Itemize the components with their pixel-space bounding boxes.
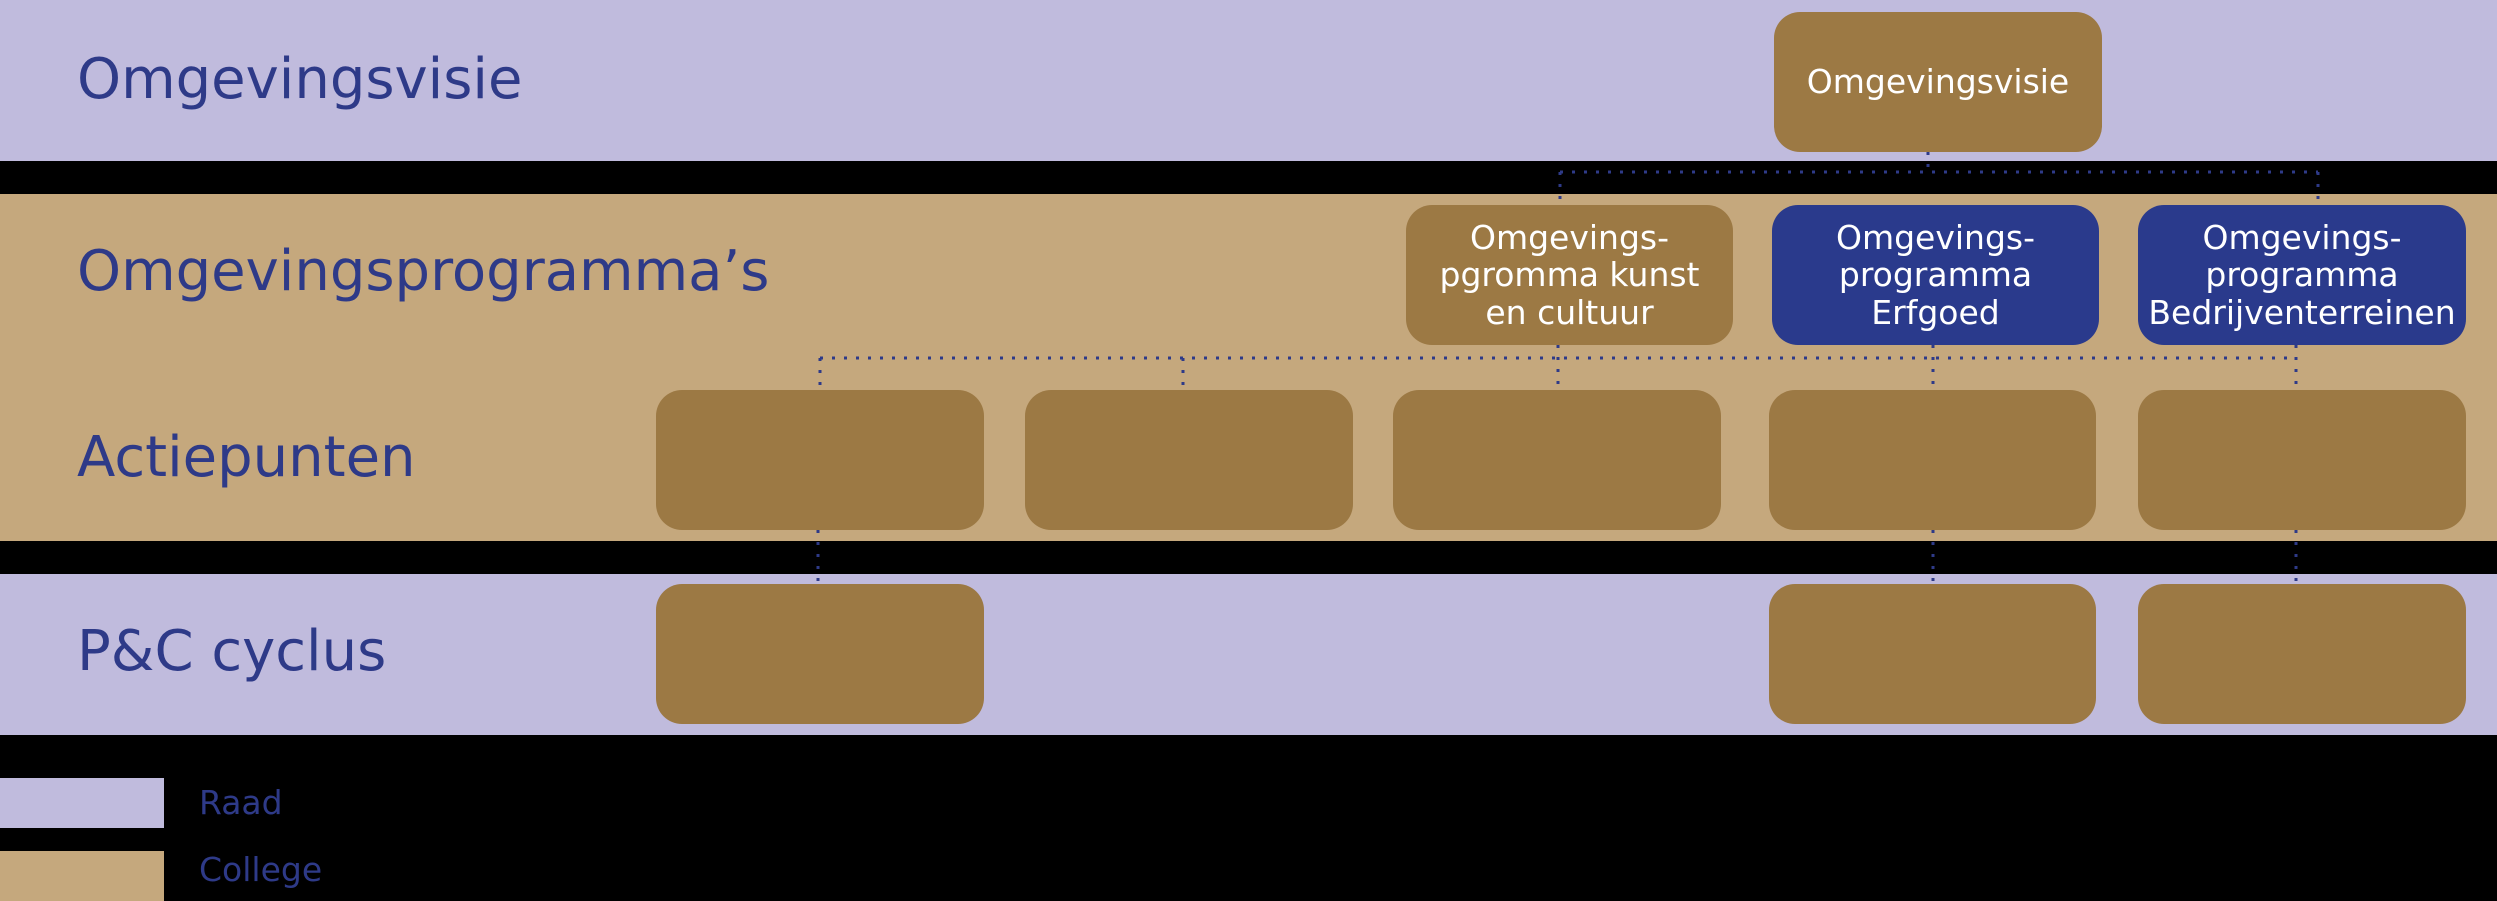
legend-swatch-college — [0, 851, 164, 901]
node-programma-bedrijven-label: Omgevings- programma Bedrijventerreinen — [2148, 217, 2456, 332]
legend-label-raad: Raad — [199, 783, 283, 822]
node-actiepunt-1 — [656, 390, 984, 530]
row-label-omgevingsvisie: Omgevingsvisie — [77, 47, 523, 112]
node-actiepunt-3 — [1393, 390, 1721, 530]
node-programma-erfgoed-label: Omgevings- programma Erfgoed — [1835, 217, 2036, 332]
node-pc-3 — [2138, 584, 2466, 724]
node-pc-2 — [1769, 584, 2096, 724]
row-label-omgevingsprogrammas: Omgevingsprogramma’s — [77, 239, 770, 304]
node-programma-kunst-cultuur: Omgevings- pgromma kunst en cultuur — [1406, 205, 1733, 345]
node-programma-bedrijventerreinen: Omgevings- programma Bedrijventerreinen — [2138, 205, 2466, 345]
node-actiepunt-4 — [1769, 390, 2096, 530]
legend-label-college: College — [199, 850, 323, 889]
node-pc-1 — [656, 584, 984, 724]
row-label-actiepunten: Actiepunten — [77, 425, 416, 490]
node-actiepunt-5 — [2138, 390, 2466, 530]
node-omgevingsvisie-label: Omgevingsvisie — [1806, 62, 2070, 102]
node-programma-erfgoed: Omgevings- programma Erfgoed — [1772, 205, 2099, 345]
node-omgevingsvisie: Omgevingsvisie — [1774, 12, 2102, 152]
row-label-pc-cyclus: P&C cyclus — [77, 619, 387, 684]
node-programma-kunst-label: Omgevings- pgromma kunst en cultuur — [1439, 217, 1700, 332]
node-actiepunt-2 — [1025, 390, 1353, 530]
legend-swatch-raad — [0, 778, 164, 828]
